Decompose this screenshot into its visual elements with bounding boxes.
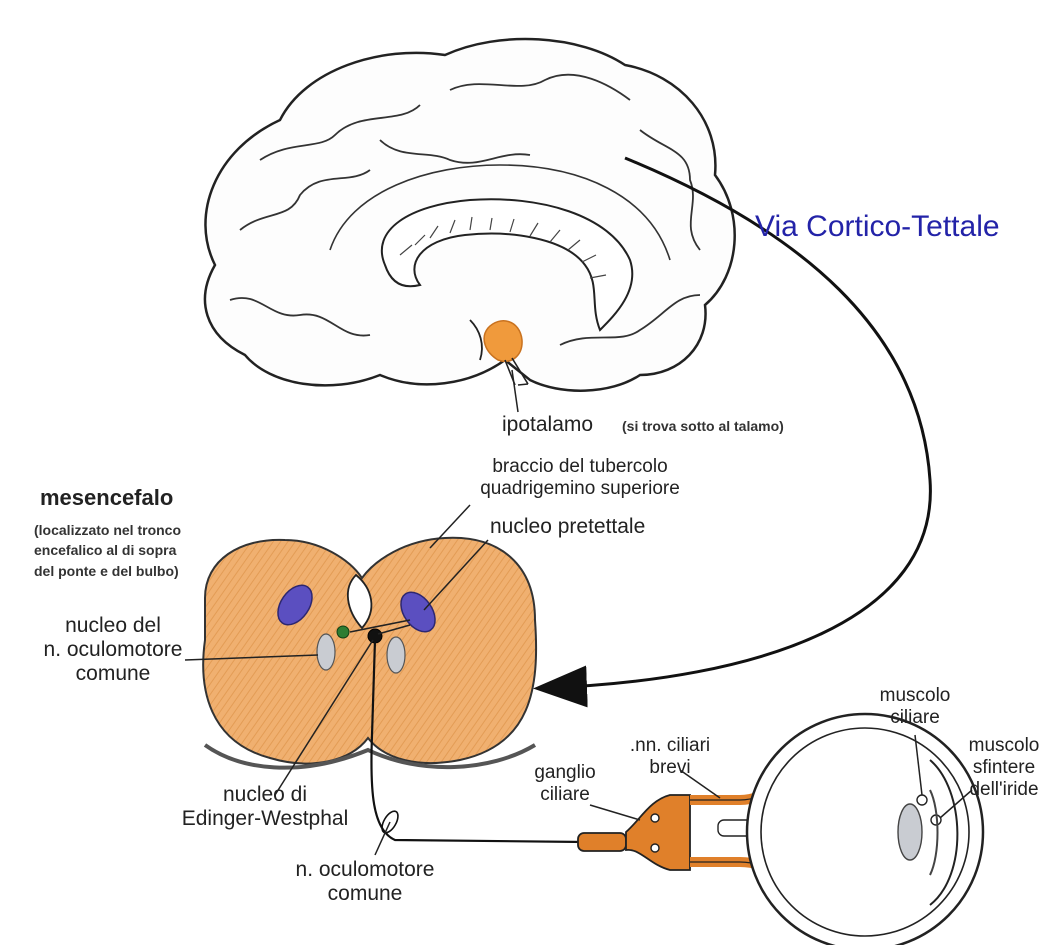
label-sfintere-line1: muscolo: [952, 735, 1056, 757]
label-sfintere-line3: dell'iride: [952, 779, 1056, 801]
label-sfintere: muscolo sfintere dell'iride: [952, 735, 1056, 801]
label-mesencefalo: mesencefalo: [40, 485, 173, 510]
edinger-westphal-nucleus-left: [337, 626, 349, 638]
ganglion-synapse: [651, 844, 659, 852]
label-nucleo-oculomotore: nucleo del n. oculomotore comune: [28, 614, 198, 686]
label-braccio: braccio del tubercolo quadrigemino super…: [470, 456, 690, 500]
eyeball: [747, 714, 983, 945]
label-ciliari: .nn. ciliari brevi: [600, 735, 740, 779]
label-ipotalamo-note: (si trova sotto al talamo): [622, 418, 784, 434]
label-edinger-line2: Edinger-Westphal: [165, 807, 365, 831]
label-mesencefalo-note: (localizzato nel tronco encefalico al di…: [34, 520, 181, 581]
label-edinger-line1: nucleo di: [165, 783, 365, 807]
brain-sagittal: [205, 39, 735, 412]
label-braccio-line1: braccio del tubercolo: [470, 456, 690, 478]
label-muscolo-ciliare: muscolo ciliare: [860, 685, 970, 729]
label-sfintere-line2: sfintere: [952, 757, 1056, 779]
label-muscolo-ciliare-line1: muscolo: [860, 685, 970, 707]
label-mesencefalo-note-line2: encefalico al di sopra: [34, 540, 181, 560]
label-nervo-oculomotore-line2: comune: [255, 882, 475, 906]
label-mesencefalo-note-line1: (localizzato nel tronco: [34, 520, 181, 540]
nerve-entry-segment: [578, 833, 626, 851]
label-nucleo-pretettale: nucleo pretettale: [490, 515, 645, 539]
label-ganglio-line2: ciliare: [510, 784, 620, 806]
label-nervo-oculomotore-line1: n. oculomotore: [255, 858, 475, 882]
oculomotor-nucleus-left: [317, 634, 335, 670]
label-ciliari-line2: brevi: [600, 757, 740, 779]
ganglion-synapse: [651, 814, 659, 822]
diagram-title: Via Cortico-Tettale: [755, 210, 1000, 245]
label-nucleo-oculomotore-line1: nucleo del: [28, 614, 198, 638]
midbrain-outline: [203, 538, 536, 764]
label-edinger: nucleo di Edinger-Westphal: [165, 783, 365, 831]
label-ipotalamo: ipotalamo: [502, 413, 593, 437]
label-mesencefalo-note-line3: del ponte e del bulbo): [34, 561, 181, 581]
label-nucleo-oculomotore-line3: comune: [28, 662, 198, 686]
ciliary-ganglion: [626, 795, 690, 870]
ipotalamo-pointer: [512, 370, 518, 412]
oculomotor-nucleus-right: [387, 637, 405, 673]
label-nervo-oculomotore: n. oculomotore comune: [255, 858, 475, 906]
ganglio-pointer: [590, 805, 640, 820]
label-braccio-line2: quadrigemino superiore: [470, 478, 690, 500]
ciliary-muscle-marker: [917, 795, 927, 805]
lens: [898, 804, 922, 860]
label-muscolo-ciliare-line2: ciliare: [860, 707, 970, 729]
label-ciliari-line1: .nn. ciliari: [600, 735, 740, 757]
label-nucleo-oculomotore-line2: n. oculomotore: [28, 638, 198, 662]
